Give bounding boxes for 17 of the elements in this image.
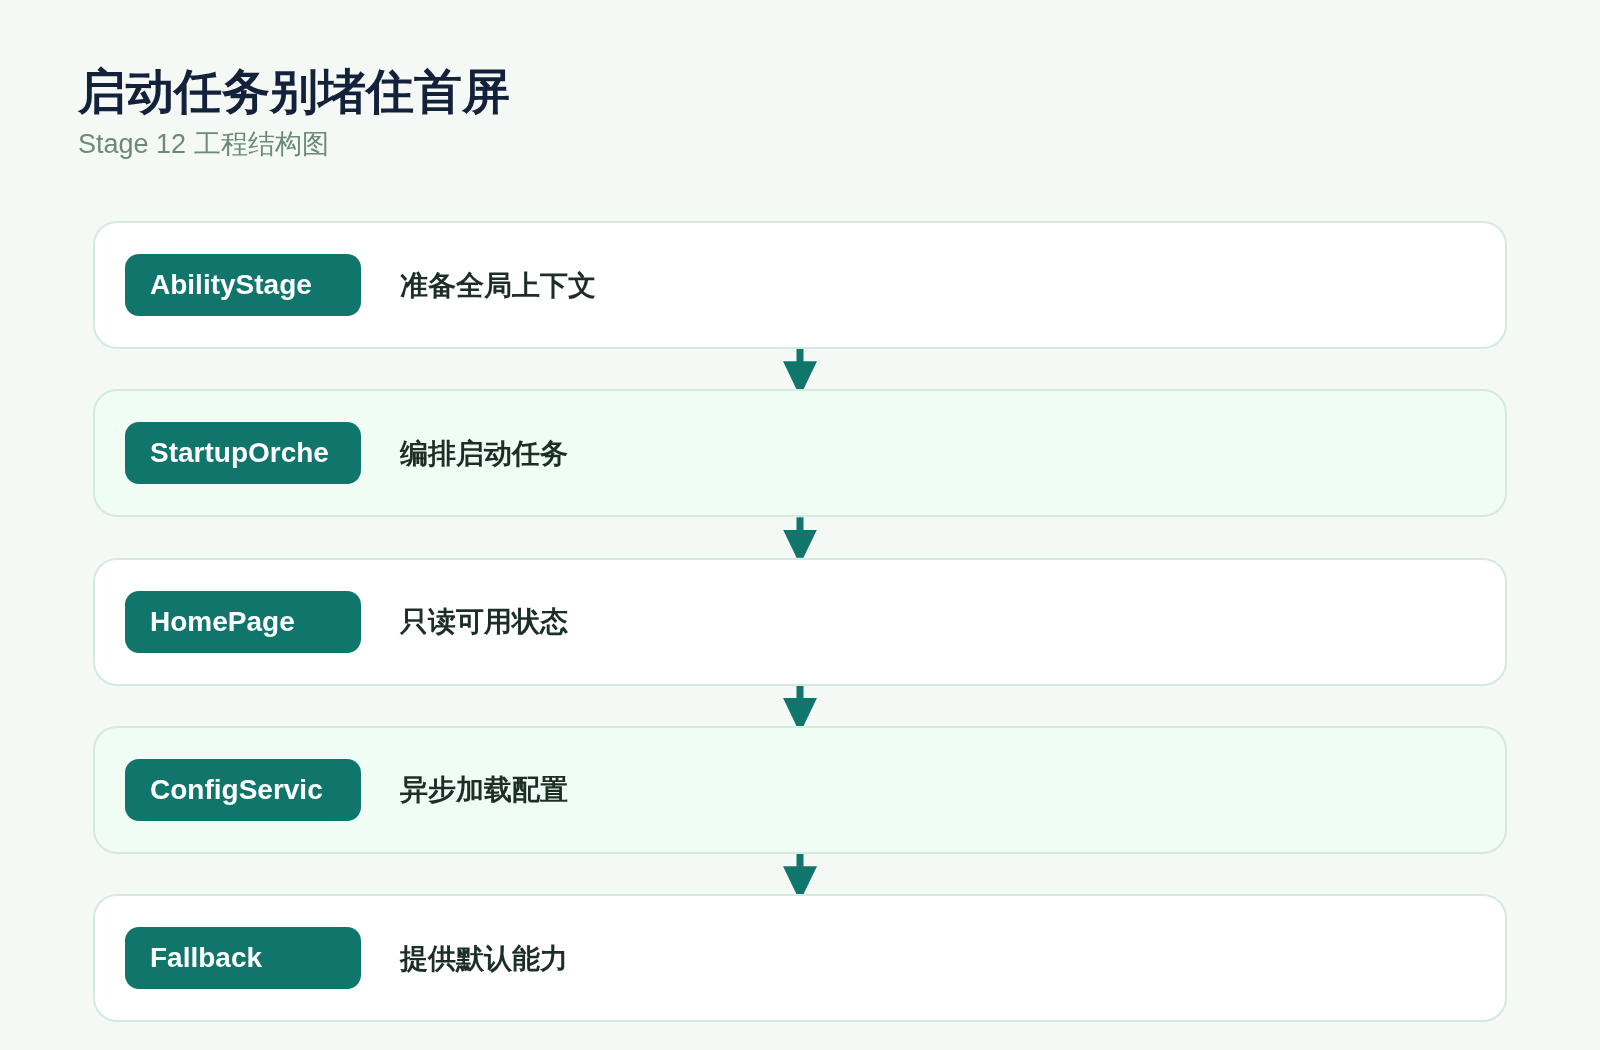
step-description: 只读可用状态 (400, 605, 568, 640)
step-description: 准备全局上下文 (400, 268, 596, 303)
step-description: 异步加载配置 (400, 773, 568, 808)
step-description: 编排启动任务 (400, 436, 568, 471)
step-card (93, 725, 1507, 854)
step-description: 提供默认能力 (400, 941, 568, 976)
step-card (93, 221, 1507, 349)
module-tag: HomePage (125, 590, 361, 653)
module-tag: Fallback (125, 927, 361, 990)
step-card (93, 894, 1507, 1023)
module-tag: StartupOrche (125, 422, 361, 485)
module-tag: AbilityStage (125, 254, 361, 316)
subtitle: Stage 12 工程结构图 (78, 131, 329, 158)
step-card (93, 557, 1507, 686)
title: 启动任务别堵住首屏 (78, 68, 510, 116)
module-tag: ConfigServic (125, 758, 361, 821)
step-card (93, 389, 1507, 518)
